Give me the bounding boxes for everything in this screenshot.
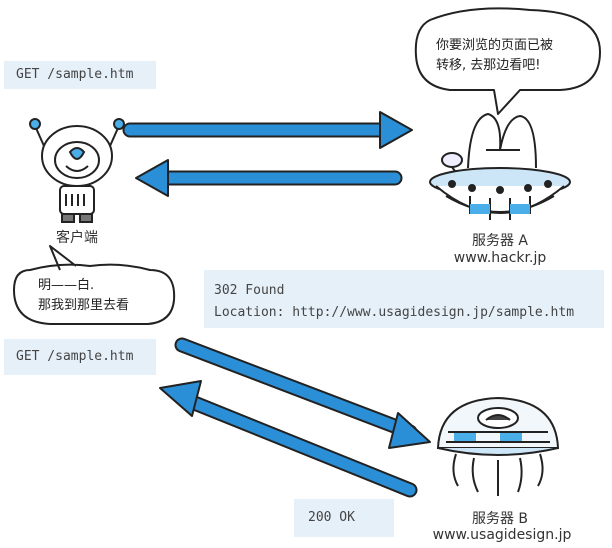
client-speech-line-2: 那我到那里去看 [38, 298, 130, 313]
server-b-host: www.usagidesign.jp [432, 527, 572, 543]
client-speech-bubble [13, 245, 176, 325]
response-302-box: 302 Found Location: http://www.usagidesi… [204, 270, 604, 328]
server-a-host: www.hackr.jp [453, 250, 547, 266]
arrow-request-1 [122, 111, 413, 149]
response-status-text: 302 Found [214, 283, 285, 298]
server-a-speech-bubble [414, 7, 601, 115]
request-2-box: GET /sample.htm [4, 339, 156, 375]
client-speech-line-1: 明——白. [38, 278, 95, 293]
server-b-jellyfish-icon [436, 396, 560, 496]
arrow-response-1 [135, 159, 403, 197]
server-a-speech-text: 你要浏览的页面已被 转移, 去那边看吧! [436, 36, 553, 76]
server-b-label: 服务器 B [471, 511, 529, 527]
arrow-request-2 [174, 337, 431, 449]
client-speech-text: 明——白. 那我到那里去看 [38, 276, 129, 316]
request-1-box: GET /sample.htm [4, 61, 156, 89]
response-location-text: Location: http://www.usagidesign.jp/samp… [214, 305, 575, 320]
arrow-response-2 [159, 380, 418, 498]
server-a-ufo-icon [429, 112, 571, 220]
server-a-label: 服务器 A [471, 233, 529, 249]
server-a-speech-line-1: 你要浏览的页面已被 [436, 38, 554, 53]
client-robot-icon [29, 118, 125, 223]
client-label: 客户端 [56, 230, 98, 246]
server-a-speech-line-2: 转移, 去那边看吧! [436, 58, 541, 73]
response-200-box: 200 OK [294, 499, 394, 537]
